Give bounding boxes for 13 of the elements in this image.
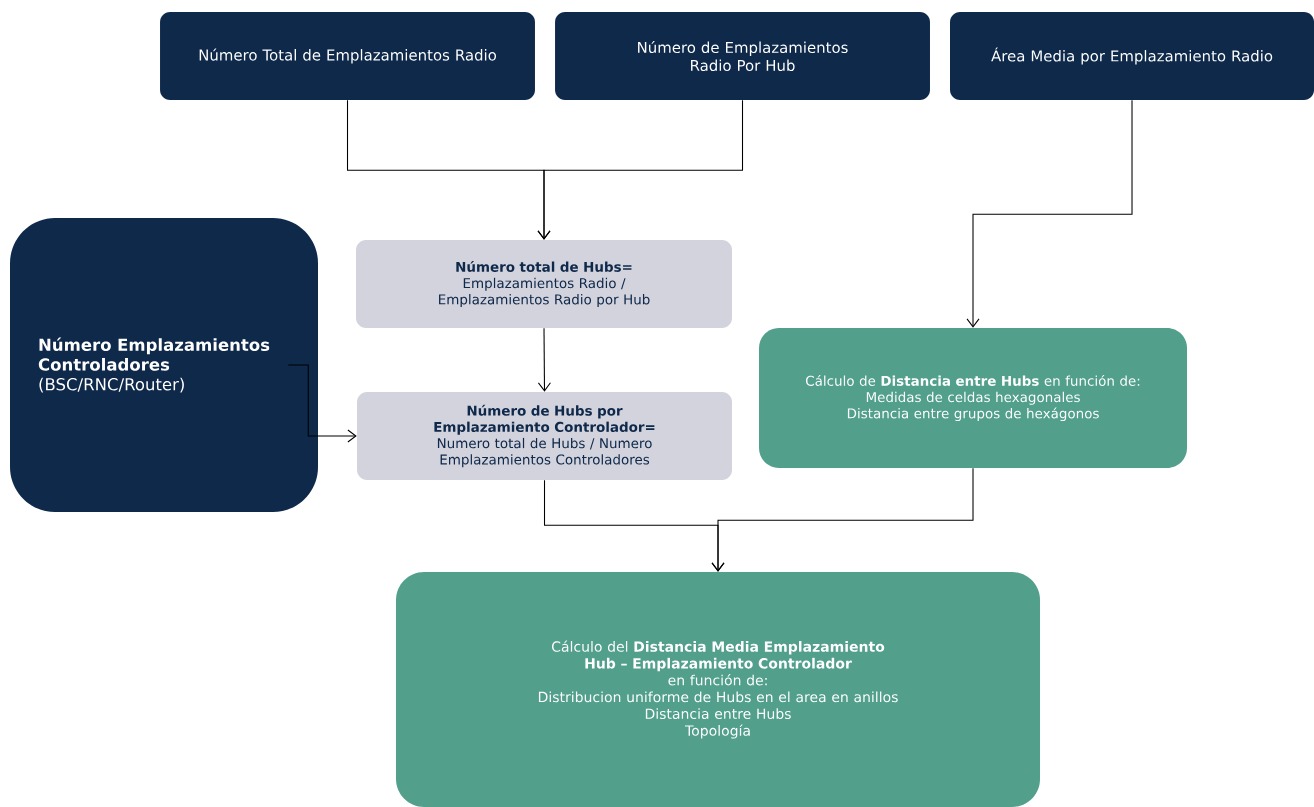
calculation-box: Cálculo de Distancia entre Hubs en función de: Medidas de celdas hexagonales Distancia entre grupos de hexágonos [759,328,1187,468]
input-box: Número de Emplazamientos Radio Por Hub [555,12,930,100]
arrow [711,467,974,572]
input-box: Número Emplazamientos Controladores (BSC/RNC/Router) [10,218,318,512]
arrow [537,99,744,240]
input-box: Área Media por Emplazamiento Radio [950,12,1314,100]
calculation-box: Cálculo del Distancia Media Emplazamiento Hub – Emplazamiento Controlador en función de: Distribucion uniforme de Hubs en el area en anillos Distancia entre Hubs Topología [396,572,1040,807]
arrow [537,327,551,392]
input-box: Número Total de Emplazamientos Radio [160,12,535,100]
formula-box: Número total de Hubs= Emplazamientos Radio / Emplazamientos Radio por Hub [356,240,732,328]
arrow [966,99,1133,328]
arrow [287,364,357,443]
formula-box: Número de Hubs por Emplazamiento Controlador= Numero total de Hubs / Numero Emplazamientos Controladores [357,392,732,480]
